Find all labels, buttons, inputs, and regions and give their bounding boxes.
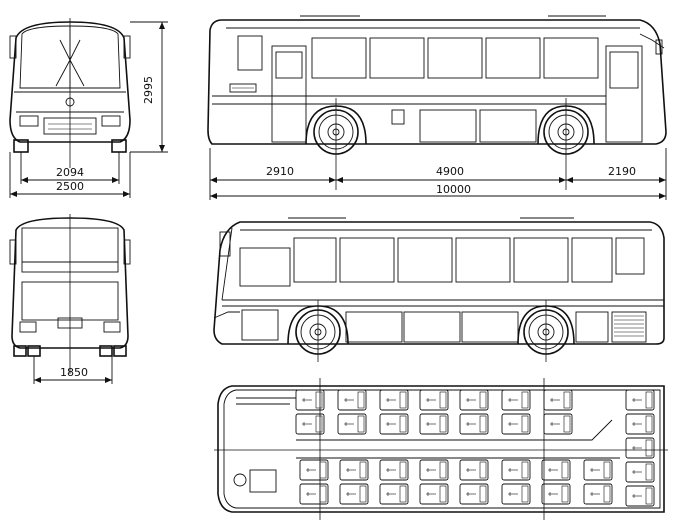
seat-group-left: [299, 459, 613, 505]
dim-wheelbase: 4900: [436, 165, 464, 178]
left-window-6: [571, 237, 613, 283]
driver-window: [239, 247, 291, 287]
rear-left-tire: [13, 345, 27, 357]
left-mirror: [9, 35, 17, 59]
left-luggage-2: [403, 311, 461, 343]
rear-left-lamp: [19, 321, 37, 333]
dim-overall-width: 2500: [56, 180, 84, 193]
window-3: [427, 37, 483, 79]
dim-overall-length: 10000: [436, 183, 471, 196]
dim-front-wheel-track: 2094: [56, 166, 84, 179]
luggage-bay-2: [479, 109, 537, 143]
steering-wheel: [233, 473, 247, 487]
window-rear-small: [237, 35, 263, 71]
rear-right-mirror: [123, 239, 131, 265]
rear-view: 1850: [9, 214, 131, 384]
window-4: [485, 37, 541, 79]
rear-left-mirror: [9, 239, 17, 265]
front-door: [605, 45, 643, 143]
floor-plan: [214, 378, 668, 520]
engine-grille: [611, 311, 647, 343]
window-2: [369, 37, 425, 79]
left-window-3: [397, 237, 453, 283]
right-headlight: [101, 115, 121, 127]
left-window-2: [339, 237, 395, 283]
front-panel: [241, 309, 279, 341]
left-mirror-side: [219, 231, 231, 257]
left-luggage-3: [461, 311, 519, 343]
seat-group-right: [295, 389, 573, 435]
dim-overall-height: 2995: [142, 76, 155, 104]
right-mirror: [123, 35, 131, 59]
rear-right-lamp: [103, 321, 121, 333]
left-headlight: [19, 115, 39, 127]
dim-rear-wheel-track: 1850: [60, 366, 88, 379]
left-luggage-1: [345, 311, 403, 343]
left-window-1: [293, 237, 337, 283]
middle-door: [271, 45, 307, 143]
rear-right-tire: [113, 345, 127, 357]
luggage-bay-1: [419, 109, 477, 143]
left-window-4: [455, 237, 511, 283]
driver-seat: [249, 469, 277, 493]
left-window-rear: [615, 237, 645, 275]
window-1: [311, 37, 367, 79]
dim-front-overhang: 2910: [266, 165, 294, 178]
mirror-arm: [639, 33, 665, 49]
window-5: [543, 37, 599, 79]
front-view: 2995 2094 2500: [9, 18, 168, 198]
right-side-view: 2910 4900 2190 10000: [207, 15, 667, 200]
front-windshield: [19, 25, 121, 89]
rear-bench: [625, 389, 655, 507]
dim-rear-overhang: 2190: [608, 165, 636, 178]
left-side-view: [213, 217, 665, 362]
left-window-5: [513, 237, 569, 283]
